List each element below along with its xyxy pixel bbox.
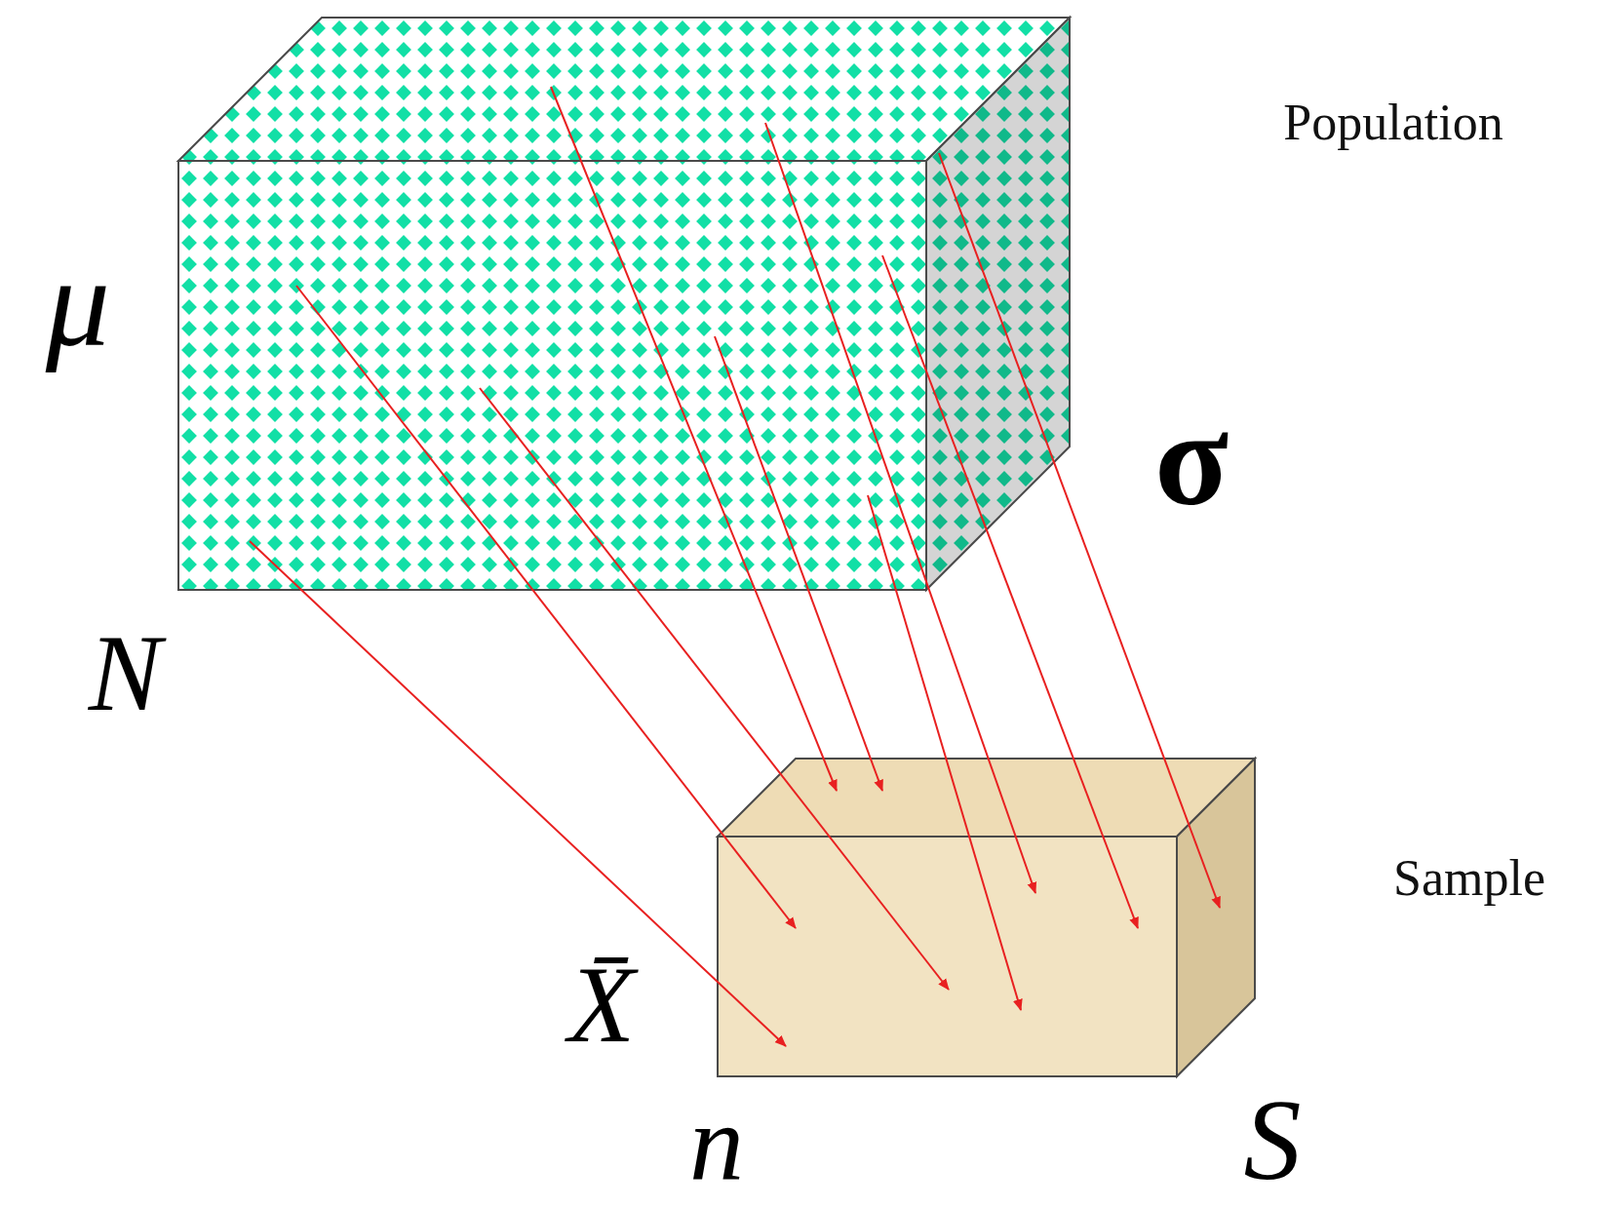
front-face (178, 160, 927, 590)
sample-box: Sample (717, 758, 1255, 1077)
population-size-symbol: N (88, 618, 162, 728)
side-face (1176, 758, 1255, 1077)
top-face (178, 17, 1070, 161)
side-face (926, 17, 1070, 590)
front-face (717, 836, 1177, 1077)
population-sd-symbol: σ (1154, 390, 1229, 527)
cuboid-shape (717, 758, 1255, 1077)
top-face (717, 758, 1255, 837)
sample-size-symbol: n (689, 1088, 744, 1198)
population-mean-symbol: μ (45, 237, 111, 367)
sample-mean-symbol: X̄ (568, 949, 635, 1059)
cuboid-shape (178, 17, 1070, 590)
population-box: Population (178, 17, 1070, 590)
box-heading: Population (1283, 93, 1503, 152)
sample-sd-symbol: S (1244, 1083, 1302, 1199)
sampling-arrow (249, 541, 786, 1047)
box-heading: Sample (1393, 849, 1546, 907)
